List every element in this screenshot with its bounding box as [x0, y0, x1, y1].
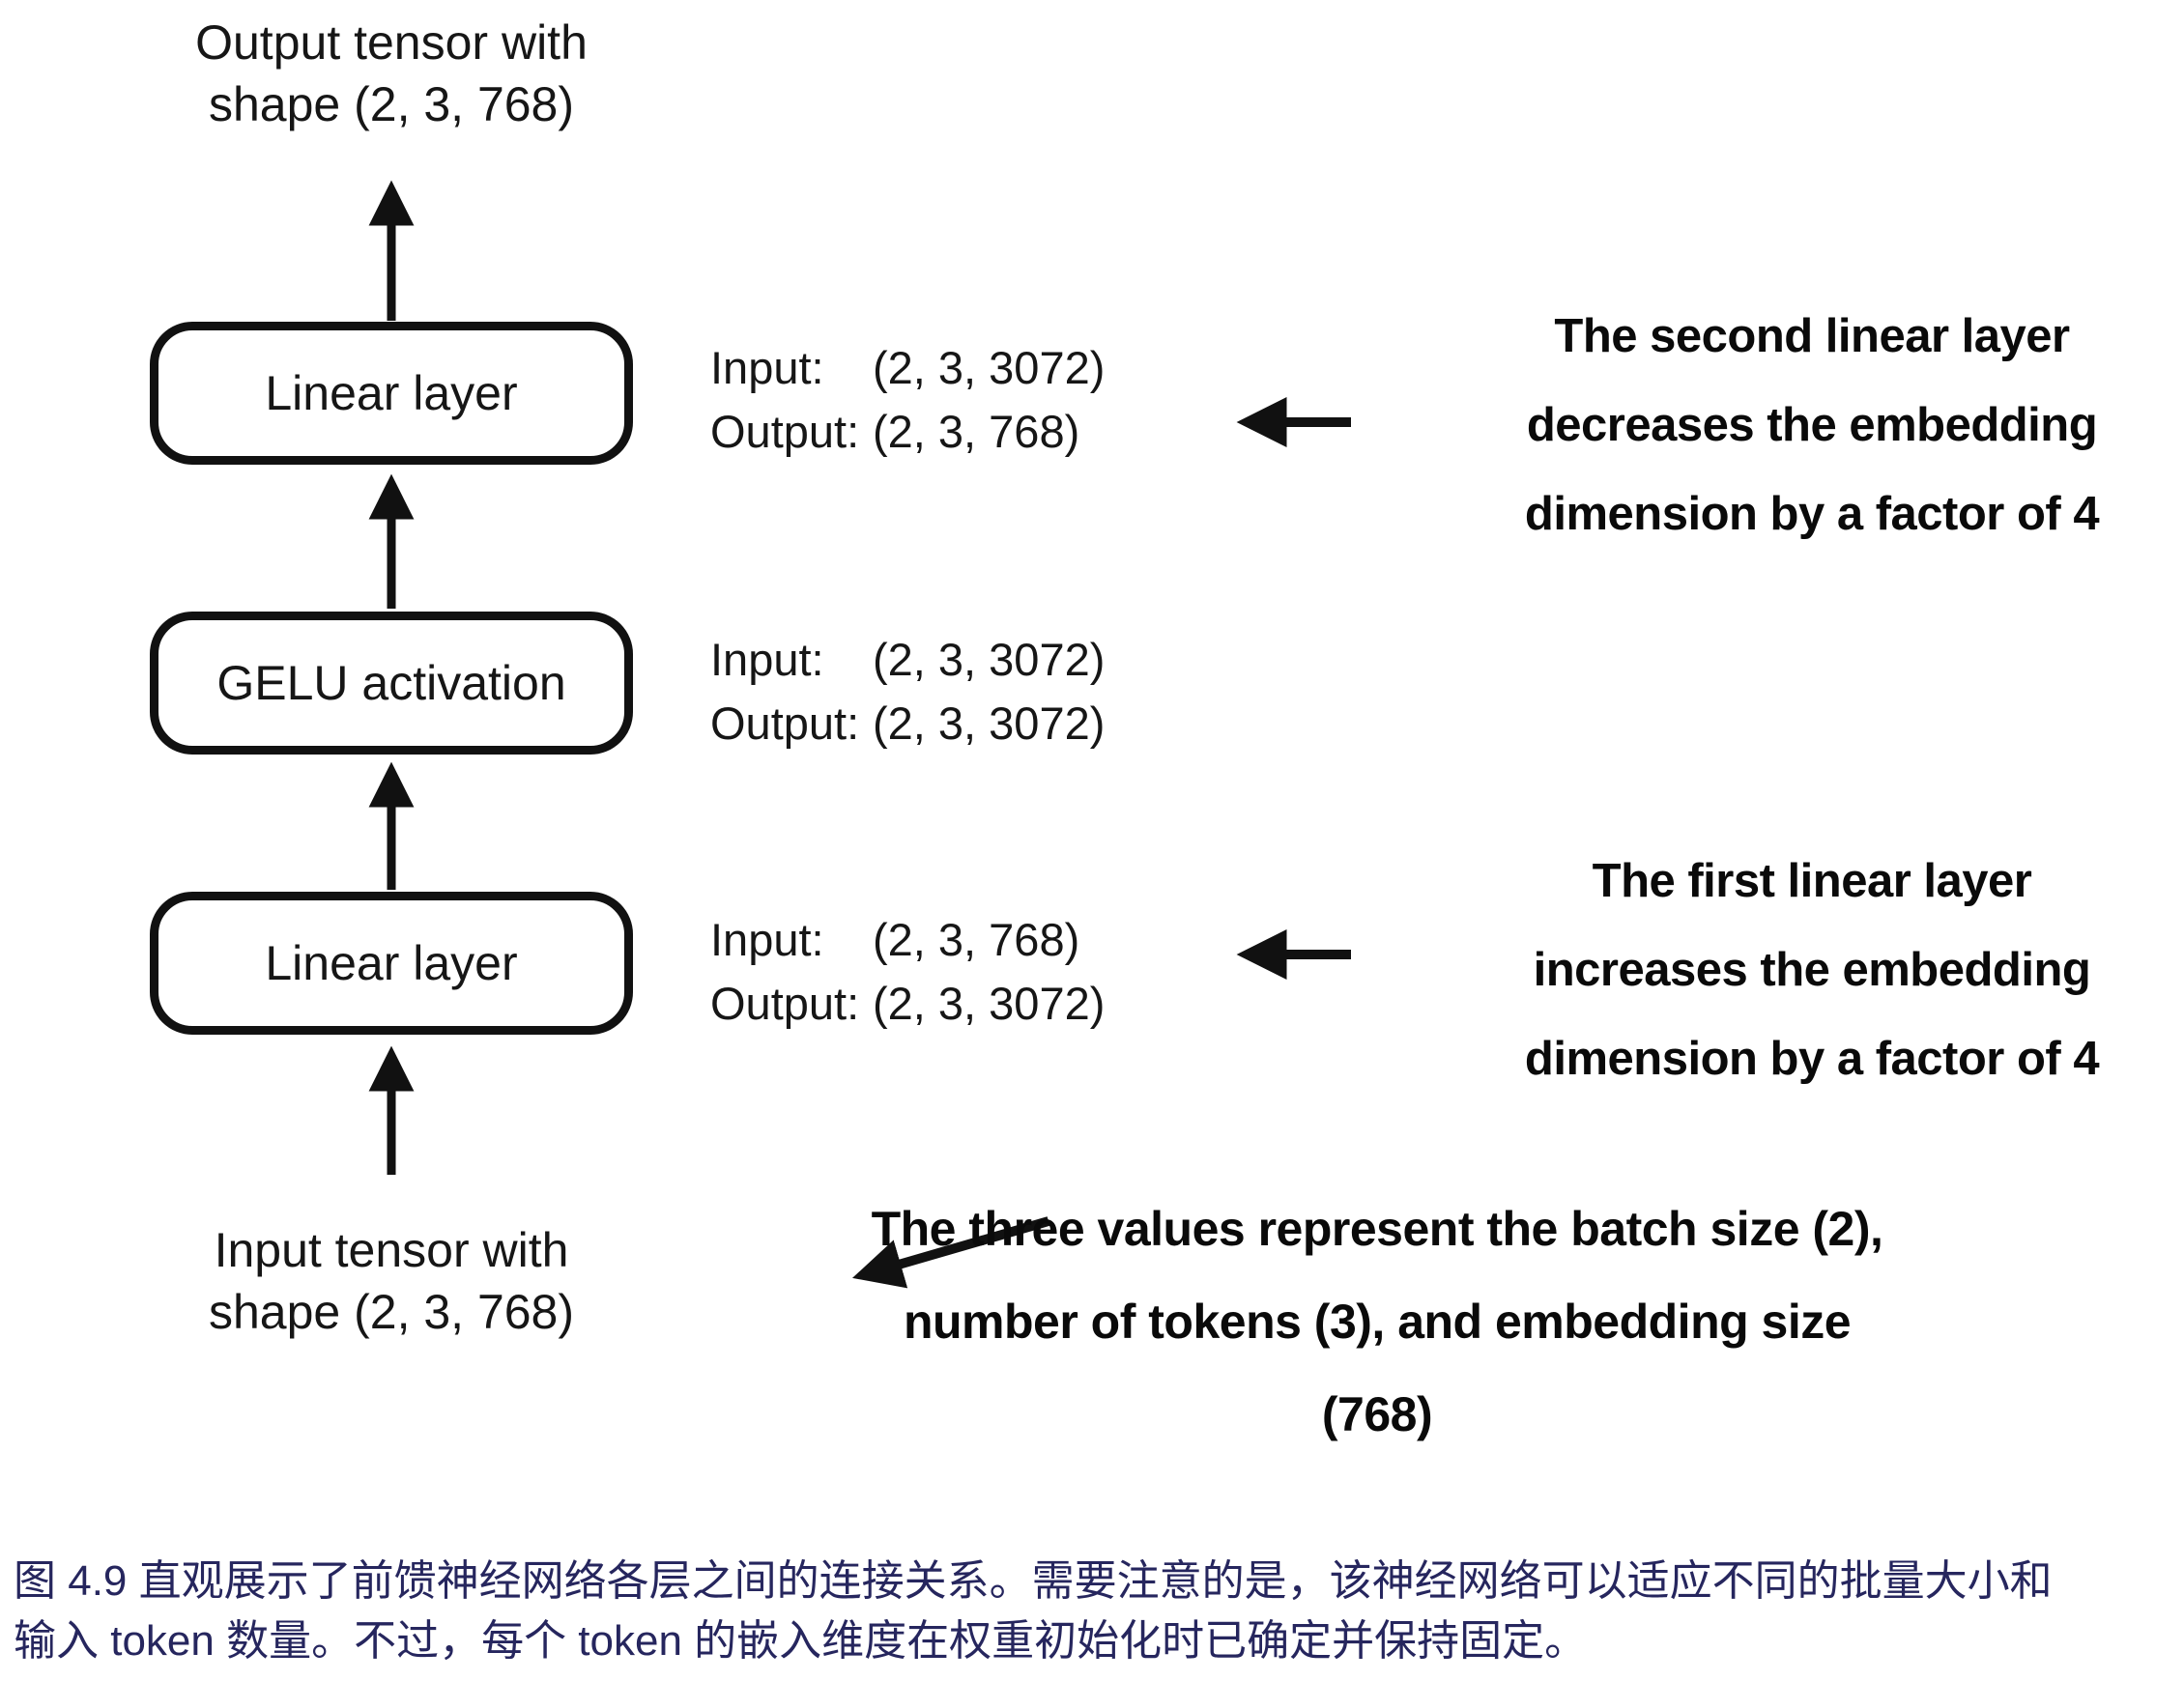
io-output-label: Output:: [710, 406, 860, 457]
io-input-value: (2, 3, 3072): [873, 634, 1106, 685]
layer-label-gelu: GELU activation: [216, 656, 566, 710]
io-input-label: Input:: [710, 914, 824, 965]
io-input-value: (2, 3, 3072): [873, 342, 1106, 393]
annotation-line: The three values represent the batch siz…: [871, 1202, 1883, 1256]
annotation-line: dimension by a factor of 4: [1524, 1033, 2100, 1085]
layer-label-linear-first: Linear layer: [265, 936, 518, 990]
output-tensor-label: Output tensor with shape (2, 3, 768): [140, 12, 643, 135]
layer-label-linear-second: Linear layer: [265, 366, 518, 420]
io-input-label: Input:: [710, 634, 824, 685]
caption-line2: 输入 token 数量。不过，每个 token 的嵌入维度在权重初始化时已确定并…: [14, 1617, 1588, 1665]
io-input-label: Input:: [710, 342, 824, 393]
caption-line1: 图 4.9 直观展示了前馈神经网络各层之间的连接关系。需要注意的是，该神经网络可…: [14, 1557, 2053, 1605]
io-output-value: (2, 3, 3072): [873, 978, 1106, 1029]
io-input-value: (2, 3, 768): [873, 914, 1080, 965]
io-shapes-gelu: Input: (2, 3, 3072) Output: (2, 3, 3072): [710, 628, 1105, 755]
io-input-row: Input: (2, 3, 3072): [710, 628, 1105, 692]
io-output-label: Output:: [710, 698, 860, 749]
annotation-tensor-values: The three values represent the batch siz…: [802, 1182, 1952, 1461]
io-output-label: Output:: [710, 978, 860, 1029]
annotation-line: dimension by a factor of 4: [1524, 488, 2100, 540]
annotation-line: (768): [1321, 1387, 1433, 1441]
io-input-row: Input: (2, 3, 3072): [710, 336, 1105, 400]
io-input-row: Input: (2, 3, 768): [710, 908, 1105, 972]
annotation-line: decreases the embedding: [1526, 399, 2098, 451]
io-shapes-linear-second: Input: (2, 3, 3072) Output: (2, 3, 768): [710, 336, 1105, 464]
annotation-second-linear: The second linear layer decreases the em…: [1493, 292, 2131, 558]
io-output-value: (2, 3, 768): [873, 406, 1080, 457]
annotation-line: number of tokens (3), and embedding size: [903, 1295, 1852, 1349]
input-tensor-label: Input tensor with shape (2, 3, 768): [140, 1219, 643, 1343]
io-output-row: Output: (2, 3, 3072): [710, 692, 1105, 755]
input-tensor-line2: shape (2, 3, 768): [208, 1285, 575, 1339]
annotation-first-linear: The first linear layer increases the emb…: [1493, 837, 2131, 1103]
annotation-line: increases the embedding: [1533, 944, 2091, 996]
io-output-row: Output: (2, 3, 3072): [710, 972, 1105, 1036]
layer-box-linear-first: Linear layer: [150, 892, 633, 1035]
io-output-value: (2, 3, 3072): [873, 698, 1106, 749]
layer-box-gelu: GELU activation: [150, 612, 633, 755]
input-tensor-line1: Input tensor with: [214, 1223, 569, 1277]
layer-box-linear-second: Linear layer: [150, 322, 633, 465]
annotation-line: The first linear layer: [1592, 855, 2032, 907]
io-shapes-linear-first: Input: (2, 3, 768) Output: (2, 3, 3072): [710, 908, 1105, 1036]
figure-caption: 图 4.9 直观展示了前馈神经网络各层之间的连接关系。需要注意的是，该神经网络可…: [14, 1552, 2176, 1671]
output-tensor-line2: shape (2, 3, 768): [208, 77, 575, 131]
io-output-row: Output: (2, 3, 768): [710, 400, 1105, 464]
annotation-line: The second linear layer: [1554, 310, 2070, 362]
output-tensor-line1: Output tensor with: [195, 15, 588, 70]
arrow-annotation-input-tensor: [852, 1216, 1050, 1289]
